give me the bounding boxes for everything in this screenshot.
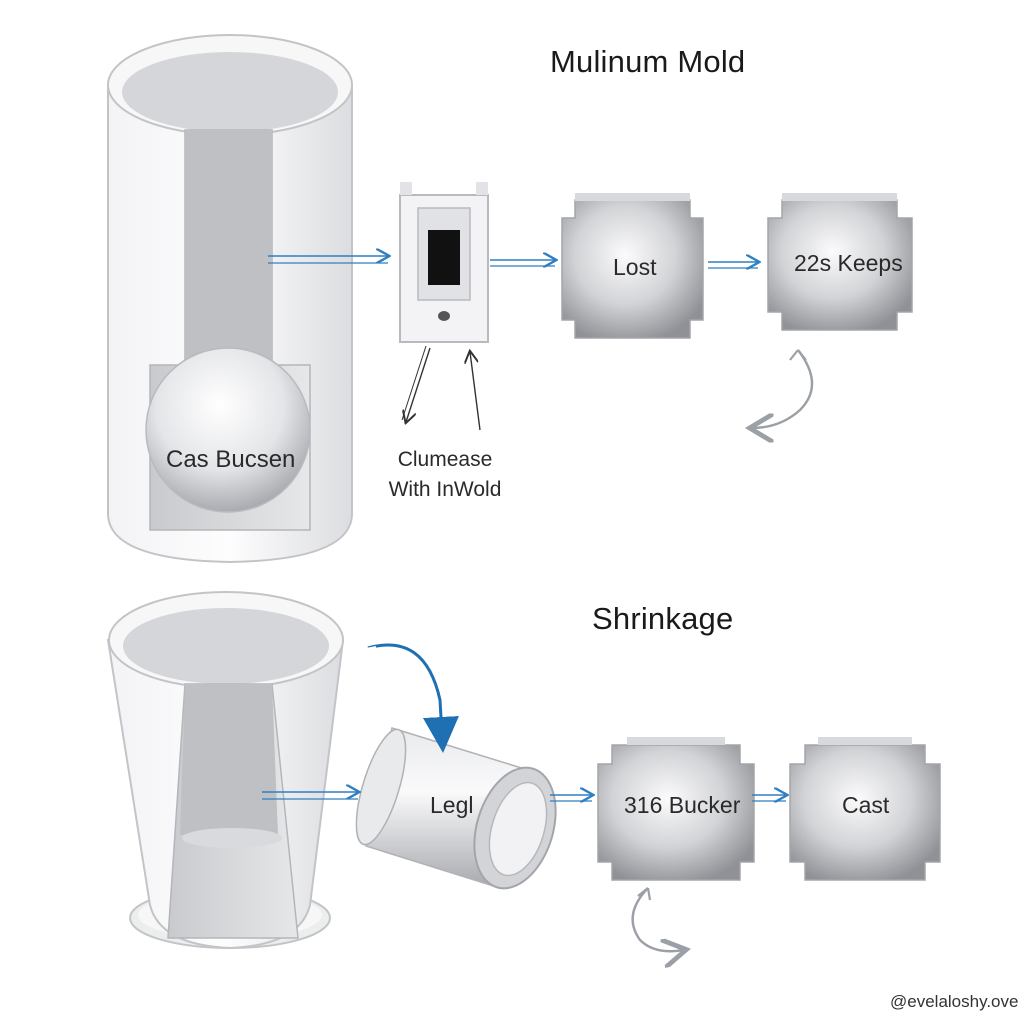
- small-mold-block: [399, 182, 489, 343]
- bucker-label: 316 Bucker: [624, 792, 741, 818]
- sphere-label: Cas Bucsen: [166, 446, 296, 473]
- keeps-block-shape: [767, 193, 913, 331]
- release-label-line2: With InWold: [388, 478, 502, 501]
- top-title: Mulinum Mold: [550, 44, 746, 79]
- curved-blue-arrow: [365, 643, 459, 753]
- tapered-mold-cylinder: [106, 591, 345, 950]
- release-label: Clumease With InWold: [378, 445, 512, 505]
- lost-block-shape: [561, 193, 704, 339]
- cast-block-shape: [789, 737, 941, 881]
- arrow-down-from-mold: [401, 345, 431, 422]
- watermark-credit: @evelaloshy.ove: [890, 992, 1019, 1011]
- arrow-pipe-to-bucker: [550, 795, 592, 801]
- tall-mold-cylinder: [107, 34, 353, 564]
- arrow-cylinder-to-pipe: [262, 792, 358, 800]
- bucker-block-shape: [597, 737, 755, 881]
- curved-gray-arrow-top: [752, 349, 814, 428]
- lost-label: Lost: [613, 254, 657, 280]
- pipe-segment-shape: [355, 727, 557, 890]
- arrow-bucker-to-cast: [752, 795, 786, 801]
- arrow-lost-to-keeps: [708, 262, 758, 268]
- cast-label: Cast: [842, 792, 890, 818]
- arrow-up-to-mold: [470, 352, 481, 431]
- arrow-cylinder-to-mold: [268, 256, 388, 264]
- pipe-label: Legl: [430, 792, 474, 818]
- bottom-title: Shrinkage: [592, 601, 734, 636]
- release-label-line1: Clumease: [397, 448, 493, 471]
- curved-gray-arrow-bottom: [631, 887, 684, 951]
- keeps-label: 22s Keeps: [794, 250, 903, 276]
- arrow-mold-to-lost: [490, 260, 555, 266]
